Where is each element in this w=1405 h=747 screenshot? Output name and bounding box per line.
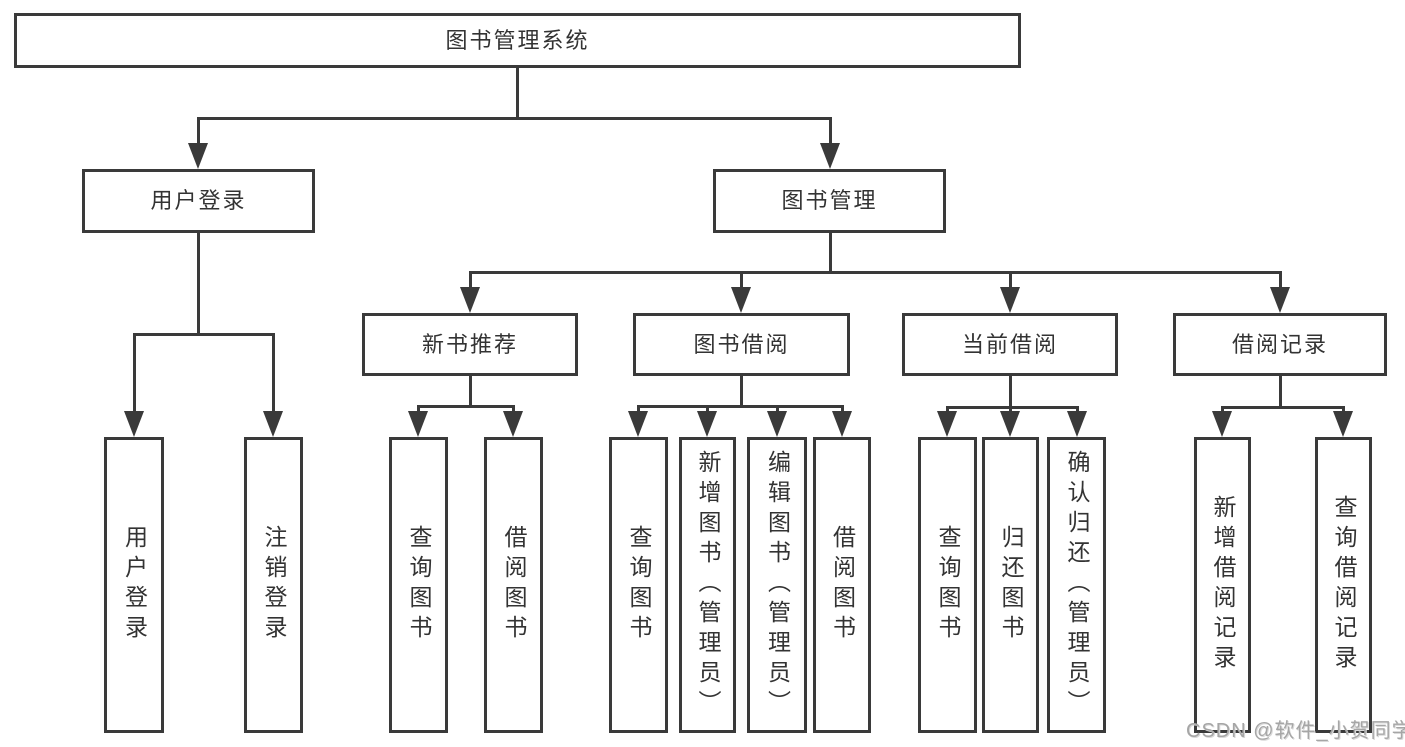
arrowhead-icon	[767, 411, 787, 437]
node-current-borrowing: 当前借阅	[902, 313, 1118, 376]
node-borrowing-records: 借阅记录	[1173, 313, 1387, 376]
arrowhead-icon	[263, 411, 283, 437]
connector-stem-borrowing-records-split	[1278, 376, 1282, 407]
node-leaf-confirm-return: 确认归还（管理员）	[1047, 437, 1106, 733]
connector-bar-user-login-split	[132, 332, 275, 336]
connector-arrow-line-user-login-split-0	[132, 334, 136, 417]
node-book-borrowing: 图书借阅	[633, 313, 850, 376]
connector-bar-book-management-split	[468, 270, 1282, 274]
node-leaf-add-borrow-record: 新增借阅记录	[1194, 437, 1251, 733]
arrowhead-icon	[1000, 411, 1020, 437]
node-leaf-query-borrow-record: 查询借阅记录	[1315, 437, 1372, 733]
node-leaf-query-books-3: 查询图书	[918, 437, 977, 733]
arrowhead-icon	[503, 411, 523, 437]
arrowhead-icon	[1333, 411, 1353, 437]
connector-arrow-line-book-management-split-1	[739, 272, 743, 293]
connector-stem-book-management-split	[828, 233, 832, 272]
connector-arrow-line-book-management-split-2	[1008, 272, 1012, 293]
connector-bar-root-split	[196, 116, 832, 120]
connector-stem-new-book-recommend-split	[468, 376, 472, 406]
watermark: CSDN @软件_小贺同学	[1186, 720, 1405, 742]
connector-arrow-line-book-management-split-0	[468, 272, 472, 293]
node-user-login: 用户登录	[82, 169, 315, 233]
arrowhead-icon	[124, 411, 144, 437]
arrowhead-icon	[937, 411, 957, 437]
arrowhead-icon	[697, 411, 717, 437]
arrowhead-icon	[408, 411, 428, 437]
node-leaf-borrow-books-2: 借阅图书	[813, 437, 871, 733]
node-leaf-logout: 注销登录	[244, 437, 303, 733]
connector-stem-current-borrowing-split	[1008, 376, 1012, 407]
node-leaf-user-login: 用户登录	[104, 437, 164, 733]
arrowhead-icon	[1000, 287, 1020, 313]
connector-stem-user-login-split	[196, 233, 200, 334]
connector-arrow-line-user-login-split-1	[271, 334, 275, 417]
arrowhead-icon	[1212, 411, 1232, 437]
arrowhead-icon	[1067, 411, 1087, 437]
connector-arrow-line-root-split-1	[828, 118, 832, 149]
node-leaf-query-books-1: 查询图书	[389, 437, 448, 733]
connector-bar-borrowing-records-split	[1220, 405, 1345, 409]
arrowhead-icon	[731, 287, 751, 313]
connector-stem-book-borrowing-split	[739, 376, 743, 406]
node-leaf-add-books-admin: 新增图书（管理员）	[679, 437, 736, 733]
arrowhead-icon	[628, 411, 648, 437]
arrowhead-icon	[460, 287, 480, 313]
node-book-management: 图书管理	[713, 169, 946, 233]
connector-arrow-line-root-split-0	[196, 118, 200, 149]
connector-stem-root-split	[515, 68, 519, 118]
arrowhead-icon	[1270, 287, 1290, 313]
node-leaf-borrow-books-1: 借阅图书	[484, 437, 543, 733]
connector-bar-new-book-recommend-split	[416, 404, 515, 408]
connector-bar-book-borrowing-split	[636, 404, 844, 408]
arrowhead-icon	[188, 143, 208, 169]
node-leaf-return-books: 归还图书	[982, 437, 1039, 733]
node-new-book-recommend: 新书推荐	[362, 313, 578, 376]
connector-arrow-line-book-management-split-3	[1278, 272, 1282, 293]
node-leaf-query-books-2: 查询图书	[609, 437, 668, 733]
arrowhead-icon	[820, 143, 840, 169]
connector-bar-current-borrowing-split	[945, 405, 1079, 409]
arrowhead-icon	[832, 411, 852, 437]
node-root: 图书管理系统	[14, 13, 1021, 68]
node-leaf-edit-books-admin: 编辑图书（管理员）	[747, 437, 807, 733]
